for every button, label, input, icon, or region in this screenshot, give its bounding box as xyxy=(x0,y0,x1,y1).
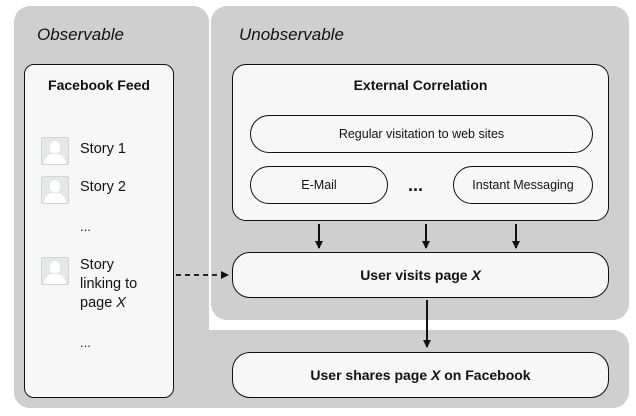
feed-title: Facebook Feed xyxy=(48,77,150,93)
user-visits-pill: User visits page X xyxy=(232,252,609,298)
user-shares-var: X xyxy=(431,367,441,383)
unobservable-title: Unobservable xyxy=(239,25,344,44)
avatar-icon xyxy=(41,257,69,285)
observable-title: Observable xyxy=(37,25,124,44)
facebook-feed-box xyxy=(24,64,174,398)
story-link-line1: Story xyxy=(80,257,114,273)
story-linking: Story linking to page X xyxy=(80,256,137,313)
story-link-line2: linking to xyxy=(80,276,138,292)
story-1: Story 1 xyxy=(80,141,126,157)
story-link-var: X xyxy=(116,295,126,311)
story-2: Story 2 xyxy=(80,179,126,195)
user-visits-label: User visits page xyxy=(360,267,468,283)
feed-ellipsis-2: ... xyxy=(80,335,91,350)
avatar-icon xyxy=(41,137,69,165)
user-shares-pill: User shares page X on Facebook xyxy=(232,352,609,398)
story-link-page: page xyxy=(80,295,113,311)
regular-visitation-pill: Regular visitation to web sites xyxy=(250,115,593,153)
channels-ellipsis: ... xyxy=(408,175,424,195)
avatar-icon xyxy=(41,176,69,204)
user-shares-label-before: User shares page xyxy=(310,367,428,383)
story-link-line3: page X xyxy=(80,294,137,313)
external-title: External Correlation xyxy=(353,77,488,93)
email-pill: E-Mail xyxy=(250,166,388,204)
feed-ellipsis: ... xyxy=(80,219,91,234)
user-visits-var: X xyxy=(471,267,481,283)
email-label: E-Mail xyxy=(301,178,337,192)
instant-messaging-label: Instant Messaging xyxy=(472,178,574,192)
regular-visitation-label: Regular visitation to web sites xyxy=(338,127,505,141)
instant-messaging-pill: Instant Messaging xyxy=(453,166,593,204)
user-shares-label-after: on Facebook xyxy=(444,367,531,383)
